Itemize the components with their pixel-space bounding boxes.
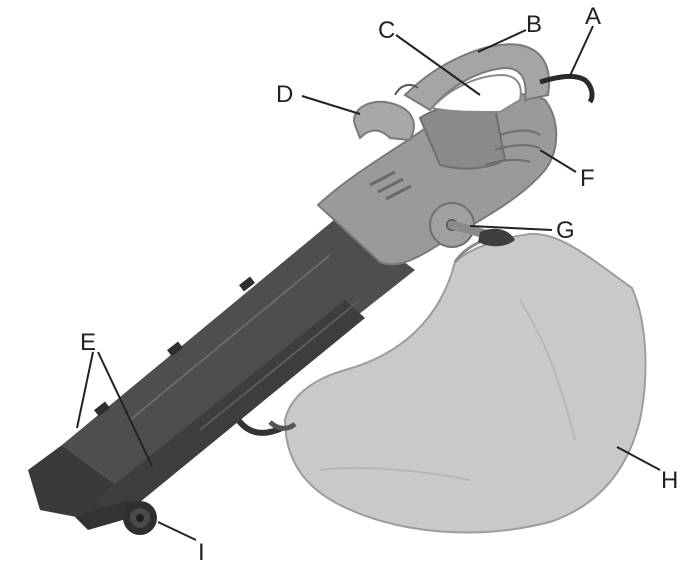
label-i: I <box>198 539 205 566</box>
label-c: C <box>378 17 395 44</box>
label-d: D <box>276 81 293 108</box>
label-b: B <box>526 11 542 38</box>
label-f: F <box>580 165 595 192</box>
leader-e1 <box>77 352 93 428</box>
leader-d <box>302 96 360 114</box>
label-h: H <box>661 467 678 494</box>
label-a: A <box>585 3 601 30</box>
leader-i <box>158 522 196 540</box>
label-e: E <box>80 329 96 356</box>
wheel <box>123 501 157 535</box>
label-g: G <box>556 217 575 244</box>
leader-a <box>569 26 593 78</box>
